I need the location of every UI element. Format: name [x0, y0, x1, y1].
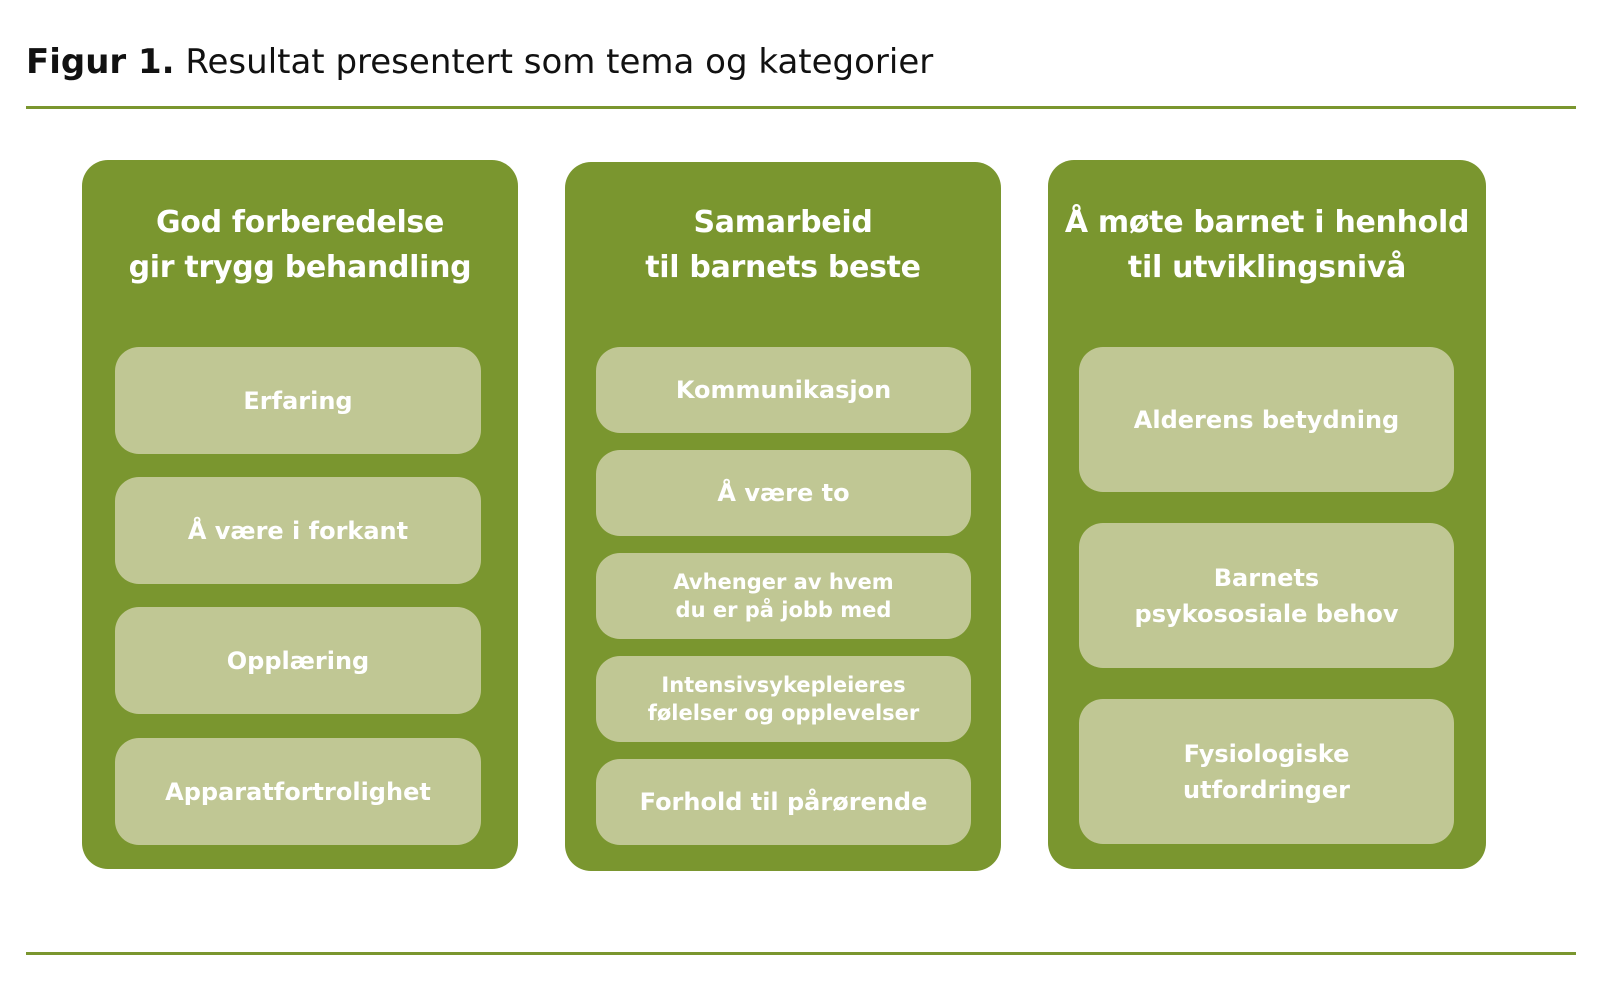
category-box: Å være i forkant — [115, 477, 481, 584]
category-box: Avhenger av hvem du er på jobb med — [596, 553, 971, 639]
category-box: Fysiologiske utfordringer — [1079, 699, 1454, 844]
theme-title: God forberedelse gir trygg behandling — [128, 205, 472, 285]
category-box: Intensivsykepleieres følelser og oppleve… — [596, 656, 971, 742]
category-box: Alderens betydning — [1079, 347, 1454, 492]
theme-title: Å møte barnet i henhold til utviklingsni… — [1064, 205, 1470, 285]
category-box: Barnets psykososiale behov — [1079, 523, 1454, 668]
theme-panel-collaboration: Samarbeid til barnets beste Kommunikasjo… — [565, 162, 1001, 871]
category-box: Erfaring — [115, 347, 481, 454]
category-box: Å være to — [596, 450, 971, 536]
category-box: Forhold til pårørende — [596, 759, 971, 845]
theme-panel-preparation: God forberedelse gir trygg behandling Er… — [82, 160, 518, 869]
figure-caption: Resultat presentert som tema og kategori… — [185, 42, 934, 82]
category-box: Opplæring — [115, 607, 481, 714]
theme-title: Samarbeid til barnets beste — [645, 205, 921, 285]
top-rule — [26, 106, 1576, 109]
category-box: Apparatfortrolighet — [115, 738, 481, 845]
figure-title: Figur 1. Resultat presentert som tema og… — [26, 38, 933, 86]
figure-label: Figur 1. — [26, 42, 175, 82]
category-box: Kommunikasjon — [596, 347, 971, 433]
theme-panel-development: Å møte barnet i henhold til utviklingsni… — [1048, 160, 1486, 869]
bottom-rule — [26, 952, 1576, 955]
